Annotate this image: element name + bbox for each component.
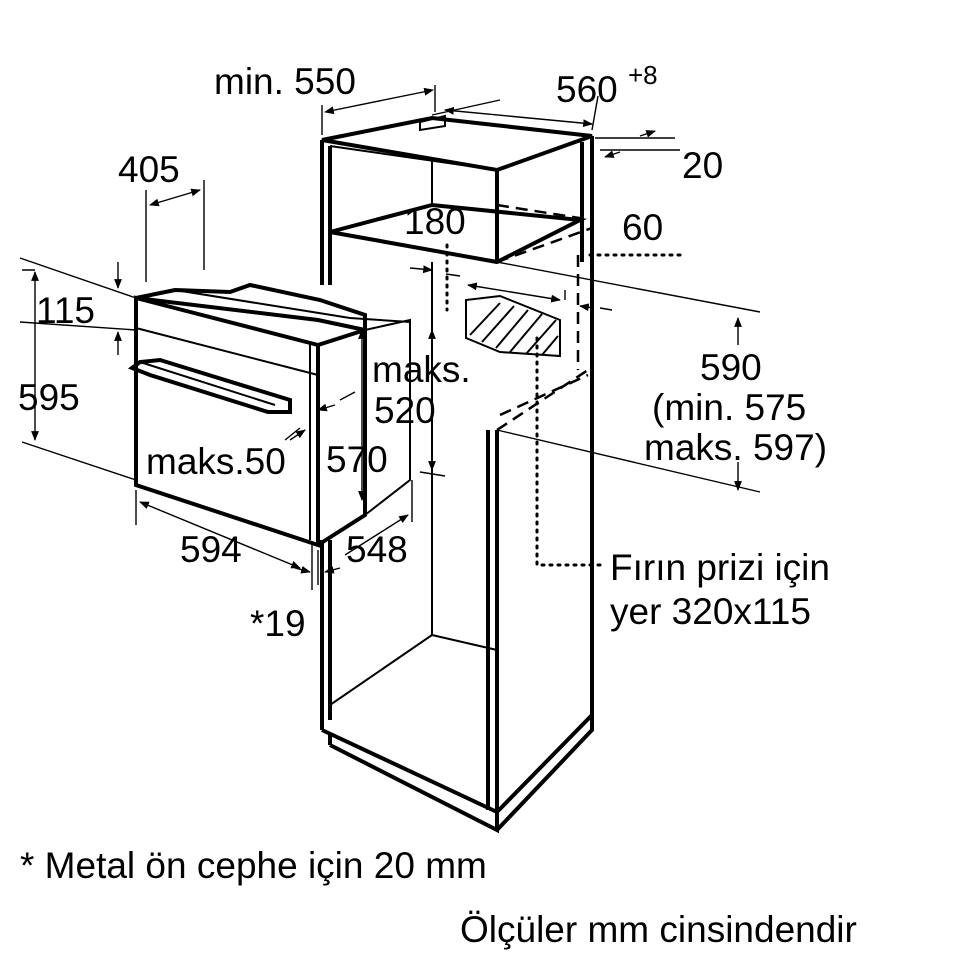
dim-560-tolerance: +8: [628, 60, 658, 90]
oven-body-side: [316, 327, 367, 547]
oven: [127, 282, 411, 548]
hidden-line-shelf: [496, 203, 593, 222]
units-note: Ölçüler mm cinsindendir: [460, 909, 857, 950]
dim-maks: maks.: [372, 349, 471, 390]
plinth: [329, 743, 499, 834]
dim-maks-50: maks.50: [146, 441, 286, 482]
socket-label-line1: Fırın prizi için: [610, 547, 830, 588]
oven-top-edge: [174, 289, 411, 323]
dim-405: 405: [118, 149, 180, 190]
niche-floor: [329, 633, 498, 706]
control-panel-line: [135, 327, 319, 376]
dimension-lines: [19, 85, 761, 590]
dim-548: 548: [346, 529, 408, 570]
socket-labels: Fırın prizi için yer 320x115: [610, 547, 830, 632]
footnotes: * Metal ön cephe için 20 mm Ölçüler mm c…: [20, 845, 857, 950]
dimension-labels: min. 550 560 +8 20 405 180 60 115 maks. …: [18, 60, 827, 644]
oven-body-back: [364, 318, 411, 516]
hidden-line-top: [496, 226, 593, 264]
dim-560: 560: [556, 69, 618, 110]
dim-maks-597: maks. 597): [644, 427, 827, 468]
oven-top: [135, 282, 367, 333]
dim-570: 570: [326, 439, 388, 480]
dim-60: 60: [622, 207, 663, 248]
dim-min-550: min. 550: [214, 61, 356, 102]
oven-handle: [127, 357, 292, 414]
dim-594: 594: [180, 529, 242, 570]
metal-front-note: * Metal ön cephe için 20 mm: [20, 845, 487, 886]
dim-590: 590: [700, 347, 762, 388]
hidden-line-bottom2: [499, 373, 589, 417]
socket-area: [465, 294, 561, 358]
hidden-line-bottom: [496, 368, 589, 432]
dim-180: 180: [404, 201, 466, 242]
dim-20: 20: [682, 145, 723, 186]
dim-maks-520: 520: [374, 390, 436, 431]
dim-595: 595: [18, 377, 80, 418]
dim-115: 115: [36, 290, 95, 331]
dim-min-575: (min. 575: [652, 387, 806, 428]
oven-handle-bar: [139, 361, 276, 406]
dim-star-19: *19: [250, 603, 306, 644]
socket-label-line2: yer 320x115: [610, 591, 811, 632]
cabinet-top: [321, 115, 593, 173]
plinth-right: [495, 715, 594, 832]
